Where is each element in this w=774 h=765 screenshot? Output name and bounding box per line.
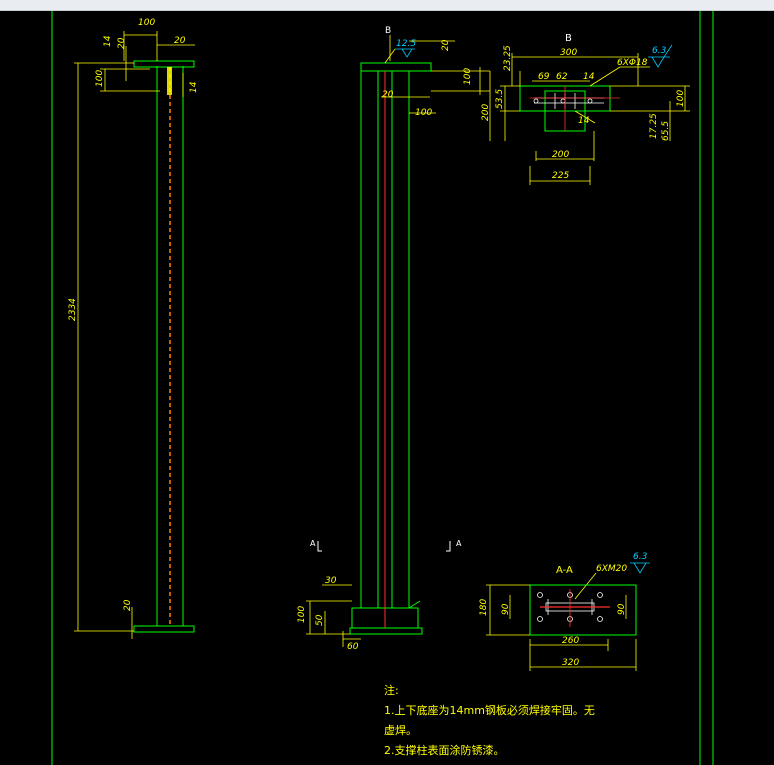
left-dim-20: 20 [174, 36, 186, 46]
drawing-frame [51, 11, 714, 765]
detail-b-dim-62: 62 [556, 72, 568, 82]
detail-b-title: B [565, 33, 572, 44]
cad-drawing-canvas[interactable]: 100 20 14 20 100 14 2334 20 B [0, 11, 774, 765]
weld-label-12-5: 12.5 [396, 39, 416, 49]
detail-b-dim-17-25: 17.25 [649, 113, 659, 139]
notes-heading: 注: [384, 683, 399, 697]
detail-b-dim-300: 300 [560, 48, 577, 58]
left-dim-20a: 20 [117, 37, 127, 49]
section-aa-dim-90-left: 90 [501, 603, 511, 615]
section-aa-dim-180: 180 [479, 599, 489, 616]
weld-symbol-12-5: 12.5 [384, 39, 416, 64]
section-aa-title: A-A [556, 565, 573, 576]
left-dim-100: 100 [138, 18, 155, 28]
section-marker-a-left: A [310, 539, 316, 548]
detail-b-dim-14b: 14 [578, 116, 590, 126]
left-dim-height: 2334 [68, 298, 78, 321]
weld-symbol-detail-b: 6.3 [648, 44, 673, 68]
middle-marker-b: B [385, 26, 391, 36]
middle-base-dim-100: 100 [297, 606, 307, 623]
left-dim-100v: 100 [95, 70, 105, 87]
middle-base-dim-30: 30 [325, 576, 337, 586]
detail-b-dim-225: 225 [552, 171, 569, 181]
middle-base-dim-60: 60 [347, 642, 359, 652]
left-view: 100 20 14 20 100 14 2334 20 [68, 18, 199, 639]
section-aa-dim-320: 320 [562, 658, 579, 668]
detail-b-dim-200v: 200 [481, 104, 491, 121]
left-dim-14a: 14 [103, 35, 113, 47]
notes-line-1a: 1.上下底座为14mm钢板必须焊接牢固。无 [384, 703, 595, 717]
notes-line-1b: 虚焊。 [384, 723, 417, 737]
section-aa-weld-label: 6.3 [633, 552, 648, 562]
middle-view: B 12.5 20 100 20 100 A A [297, 26, 490, 652]
window-top-bar [0, 0, 774, 11]
section-marker-a-right: A [456, 539, 462, 548]
left-view-weld-mark [167, 67, 172, 95]
detail-b-dim-200: 200 [552, 150, 569, 160]
notes-line-2: 2.支撑柱表面涂防锈漆。 [384, 743, 505, 757]
detail-b-dim-65-5: 65.5 [661, 121, 671, 141]
left-dim-14b: 14 [189, 81, 199, 93]
middle-dim-100v: 100 [463, 68, 473, 85]
detail-b-bolt-label: 6XΦ18 [617, 58, 648, 68]
detail-b-dim-100: 100 [676, 90, 686, 107]
detail-b: B [481, 33, 690, 185]
section-aa-dim-90-right: 90 [617, 603, 627, 615]
detail-b-dim-69: 69 [538, 72, 550, 82]
detail-b-dim-23-25: 23.25 [503, 45, 513, 71]
detail-b-dim-53-5: 53.5 [495, 89, 505, 109]
middle-dim-20top: 20 [441, 39, 451, 51]
section-aa: A-A 6XM20 6.3 [479, 552, 650, 671]
middle-dim-100b: 100 [415, 108, 432, 118]
section-aa-dim-260: 260 [562, 636, 579, 646]
left-dim-base20: 20 [123, 599, 133, 611]
detail-b-dim-14: 14 [583, 72, 595, 82]
notes: 注: 1.上下底座为14mm钢板必须焊接牢固。无 虚焊。 2.支撑柱表面涂防锈漆… [384, 683, 595, 757]
middle-base-dim-50: 50 [315, 614, 325, 626]
weld-symbol-section-aa: 6.3 [574, 552, 650, 600]
section-aa-bolt-label: 6XM20 [596, 564, 627, 574]
middle-dim-20: 20 [382, 90, 394, 100]
detail-b-weld-label: 6.3 [652, 46, 667, 56]
